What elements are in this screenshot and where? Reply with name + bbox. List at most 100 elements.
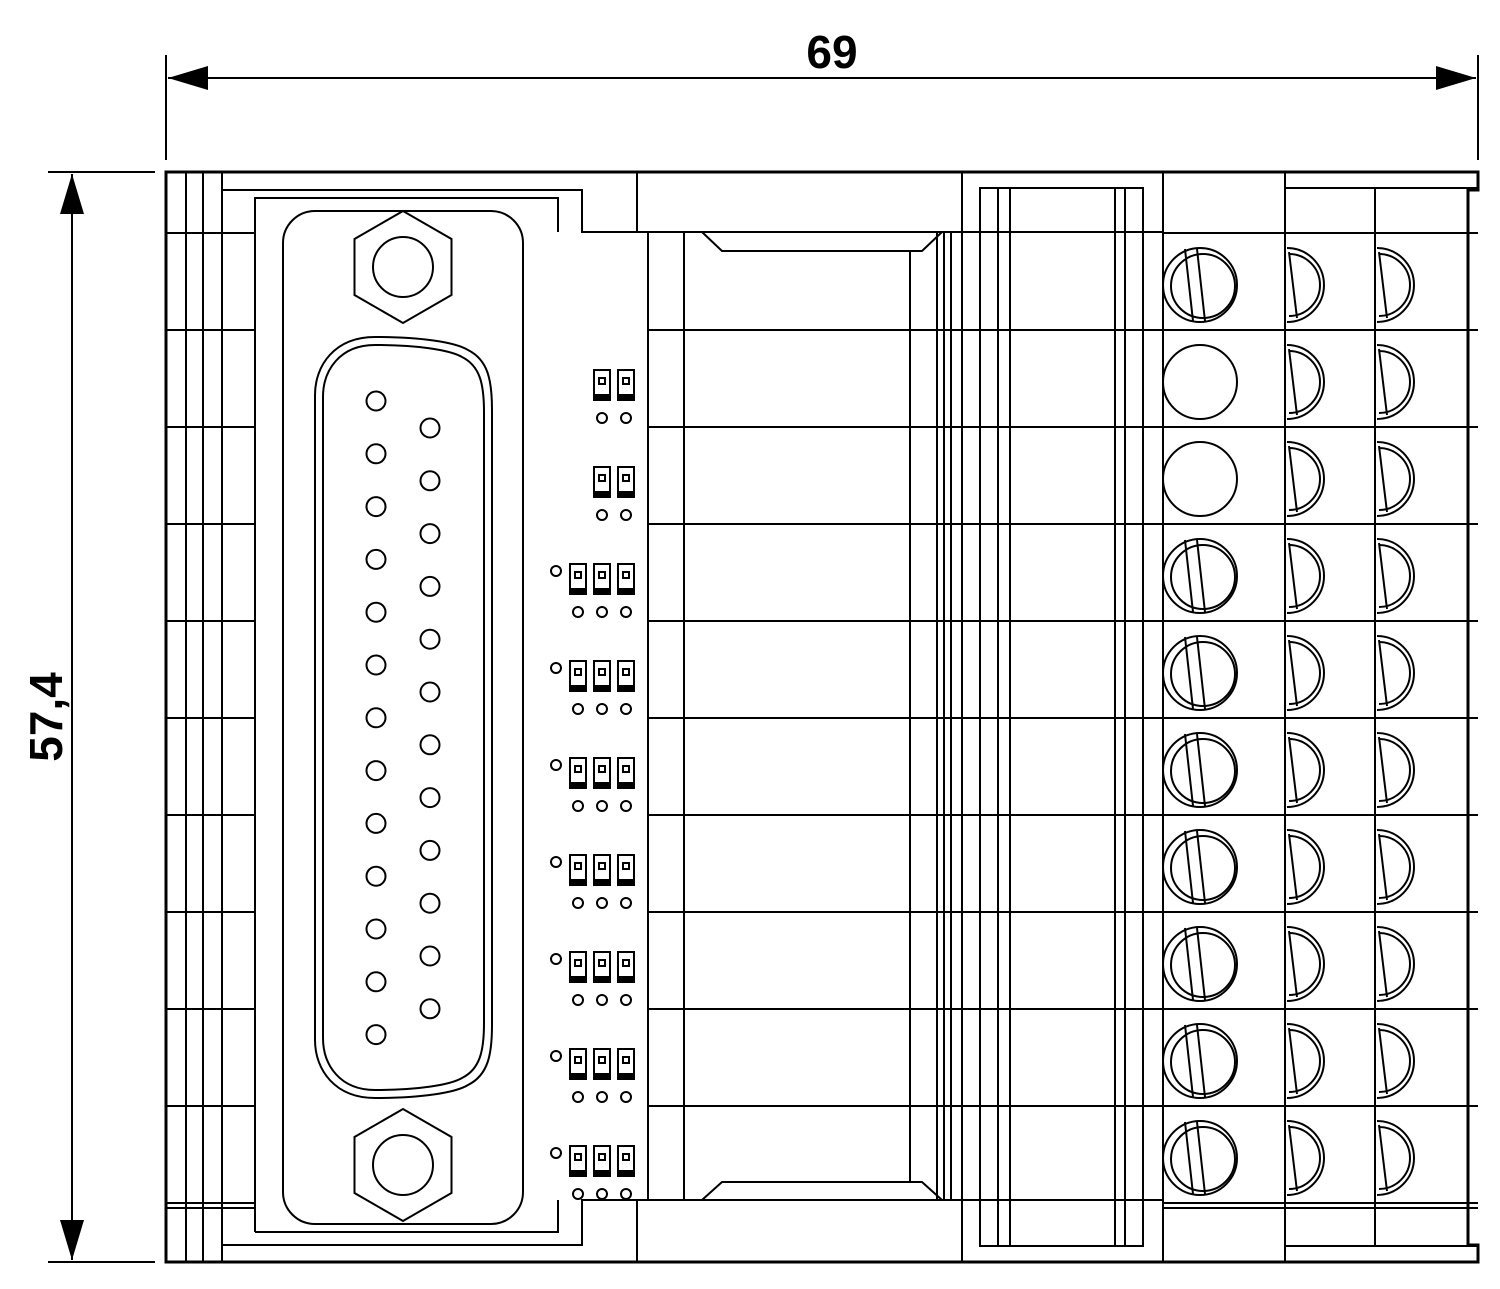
- led-marker: [622, 959, 630, 967]
- terminal-screw: [1162, 829, 1238, 905]
- d-sub-pin: [365, 496, 387, 518]
- led-pad: [620, 703, 632, 715]
- screw-slot: [1196, 927, 1206, 1001]
- side-screw-slot: [1288, 736, 1298, 804]
- side-screw-inner: [1288, 253, 1321, 317]
- led-marker: [622, 765, 630, 773]
- width-dimension-label: 69: [806, 26, 857, 78]
- led-band: [595, 1170, 609, 1176]
- side-screw-outer: [1376, 538, 1415, 614]
- terminal-screw-rim: [1170, 1126, 1236, 1192]
- side-screw-inner: [1378, 253, 1411, 317]
- terminal-screw-rim: [1170, 1029, 1236, 1095]
- screw-slot: [1196, 830, 1206, 904]
- terminal-clamp-empty: [1162, 344, 1238, 420]
- side-screw-slot: [1288, 445, 1298, 513]
- screw-slot: [1196, 1121, 1206, 1195]
- led-marker: [622, 1153, 630, 1161]
- side-screw-slot: [1378, 348, 1388, 416]
- led-pad: [596, 606, 608, 618]
- hex-nut-top: [353, 209, 453, 325]
- d-sub-shell-outer: [314, 335, 493, 1100]
- d-sub-pin: [365, 443, 387, 465]
- side-screw-slot: [1288, 833, 1298, 901]
- d-sub-pin: [365, 548, 387, 570]
- terminal-screw: [1162, 538, 1238, 614]
- led-marker: [598, 668, 606, 676]
- terminal-screw: [1162, 1120, 1238, 1196]
- terminal-screw-rim: [1170, 641, 1236, 707]
- led-pad: [596, 412, 608, 424]
- mounting-screw-bottom: [372, 1134, 434, 1196]
- d-sub-shell-inner: [322, 343, 485, 1092]
- side-screw-inner: [1288, 544, 1321, 608]
- side-screw-outer: [1376, 1120, 1415, 1196]
- side-screw-inner: [1378, 447, 1411, 511]
- led-pad: [572, 897, 584, 909]
- led-band: [571, 782, 585, 788]
- led-band: [619, 1170, 633, 1176]
- led-marker: [598, 1153, 606, 1161]
- terminal-screw: [1162, 247, 1238, 323]
- side-screw-inner: [1378, 932, 1411, 996]
- side-screw-slot: [1378, 1027, 1388, 1095]
- led-band: [571, 976, 585, 982]
- led-band: [571, 588, 585, 594]
- height-dimension-label: 57,4: [20, 672, 72, 762]
- d-sub-pin: [365, 1024, 387, 1046]
- d-sub-pin: [419, 470, 441, 492]
- side-screw-slot: [1288, 930, 1298, 998]
- side-screw-slot: [1378, 542, 1388, 610]
- d-sub-pin: [419, 628, 441, 650]
- screw-slot: [1196, 733, 1206, 807]
- screw-slot: [1196, 539, 1206, 613]
- side-screw-outer: [1376, 1023, 1415, 1099]
- side-screw-slot: [1288, 1124, 1298, 1192]
- side-screw-inner: [1378, 738, 1411, 802]
- terminal-screw-rim: [1170, 253, 1236, 319]
- led-band: [595, 588, 609, 594]
- led-band: [619, 588, 633, 594]
- hex-nut-bottom: [353, 1107, 453, 1223]
- led-band: [571, 1170, 585, 1176]
- led-pad: [596, 897, 608, 909]
- led-marker: [598, 474, 606, 482]
- terminal-screw: [1162, 635, 1238, 711]
- led-indicator-dot: [550, 1147, 562, 1159]
- led-marker: [574, 765, 582, 773]
- connector-housing-outline: [221, 189, 637, 1245]
- led-band: [619, 685, 633, 691]
- screw-slot: [1184, 830, 1194, 904]
- led-pad: [620, 897, 632, 909]
- side-screw-slot: [1378, 1124, 1388, 1192]
- side-screw-inner: [1378, 1029, 1411, 1093]
- d-sub-pin: [419, 945, 441, 967]
- side-screw-inner: [1288, 932, 1321, 996]
- screw-slot: [1184, 539, 1194, 613]
- terminal-screw: [1162, 1023, 1238, 1099]
- led-pad: [572, 703, 584, 715]
- side-screw-inner: [1378, 1126, 1411, 1190]
- led-band: [571, 879, 585, 885]
- led-pad: [596, 800, 608, 812]
- led-pad: [572, 800, 584, 812]
- width-dimension: [165, 55, 1479, 160]
- led-pad: [596, 1091, 608, 1103]
- side-screw-outer: [1286, 247, 1325, 323]
- side-screw-inner: [1378, 350, 1411, 414]
- led-band: [595, 491, 609, 497]
- d-sub-pin: [365, 812, 387, 834]
- side-screw-outer: [1286, 926, 1325, 1002]
- led-indicator-dot: [550, 1050, 562, 1062]
- module-body: [164, 170, 1480, 1264]
- led-pad: [572, 606, 584, 618]
- led-marker: [574, 959, 582, 967]
- screw-slot: [1184, 927, 1194, 1001]
- led-pad: [620, 606, 632, 618]
- terminal-screw-rim: [1170, 932, 1236, 998]
- led-marker: [598, 1056, 606, 1064]
- led-marker: [622, 377, 630, 385]
- terminal-clamp-empty: [1162, 441, 1238, 517]
- side-screw-inner: [1288, 835, 1321, 899]
- led-indicator-dot: [550, 662, 562, 674]
